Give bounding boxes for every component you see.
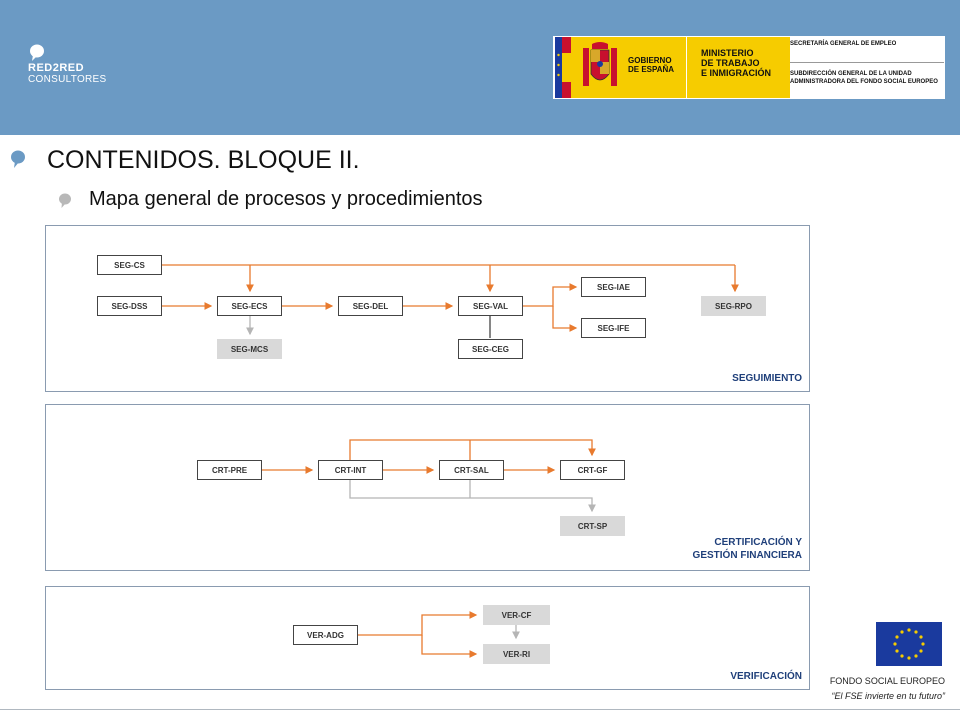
node-crt-gf: CRT-GF <box>560 460 625 480</box>
gov-right-area <box>790 37 944 98</box>
page-subtitle: Mapa general de procesos y procedimiento… <box>89 188 483 210</box>
node-seg-dss: SEG-DSS <box>97 296 162 316</box>
gov-separator <box>686 37 687 98</box>
ministerio-text: MINISTERIO DE TRABAJO E INMIGRACIÓN <box>701 48 772 78</box>
logo-text-red2red: RED2RED <box>28 62 85 74</box>
eu-flag-icon <box>876 622 942 666</box>
fse-name: FONDO SOCIAL EUROPEO <box>829 676 945 686</box>
gobierno-de-espana-text: GOBIERNO DE ESPAÑA <box>628 56 675 74</box>
node-seg-ife: SEG-IFE <box>581 318 646 338</box>
node-seg-cs: SEG-CS <box>97 255 162 275</box>
label-certificacion: CERTIFICACIÓN Y GESTIÓN FINANCIERA <box>692 537 802 561</box>
header-banner: RED2RED CONSULTORES GOBIERNO DE ESPAÑA M… <box>0 0 960 135</box>
node-crt-pre: CRT-PRE <box>197 460 262 480</box>
node-seg-val: SEG-VAL <box>458 296 523 316</box>
speech-bubble-icon <box>30 44 44 61</box>
node-seg-iae: SEG-IAE <box>581 277 646 297</box>
node-seg-ceg: SEG-CEG <box>458 339 523 359</box>
logo-text-consultores: CONSULTORES <box>28 74 107 85</box>
eu-strip-icon <box>555 37 571 98</box>
secretaria-text: SECRETARÍA GENERAL DE EMPLEO <box>790 41 897 47</box>
label-seguimiento: SEGUIMIENTO <box>732 373 802 384</box>
node-seg-ecs: SEG-ECS <box>217 296 282 316</box>
coat-of-arms-icon <box>583 42 617 86</box>
node-ver-adg: VER-ADG <box>293 625 358 645</box>
fse-slogan: “El FSE invierte en tu futuro” <box>831 691 945 701</box>
node-ver-cf: VER-CF <box>483 605 550 625</box>
node-seg-mcs: SEG-MCS <box>217 339 282 359</box>
page-title: CONTENIDOS. BLOQUE II. <box>47 146 360 174</box>
node-crt-int: CRT-INT <box>318 460 383 480</box>
label-verificacion: VERIFICACIÓN <box>730 671 802 682</box>
title-bullet-icon <box>11 150 25 168</box>
subdireccion-text: SUBDIRECCIÓN GENERAL DE LA UNIDAD ADMINI… <box>790 71 938 85</box>
bottom-divider <box>0 709 960 710</box>
node-crt-sp: CRT-SP <box>560 516 625 536</box>
node-crt-sal: CRT-SAL <box>439 460 504 480</box>
node-seg-del: SEG-DEL <box>338 296 403 316</box>
subtitle-bullet-icon <box>59 193 71 208</box>
panel-seguimiento <box>45 225 810 392</box>
gov-divider <box>790 62 944 63</box>
node-seg-rpo: SEG-RPO <box>701 296 766 316</box>
node-ver-ri: VER-RI <box>483 644 550 664</box>
government-logo-block: GOBIERNO DE ESPAÑA MINISTERIO DE TRABAJO… <box>553 36 945 99</box>
